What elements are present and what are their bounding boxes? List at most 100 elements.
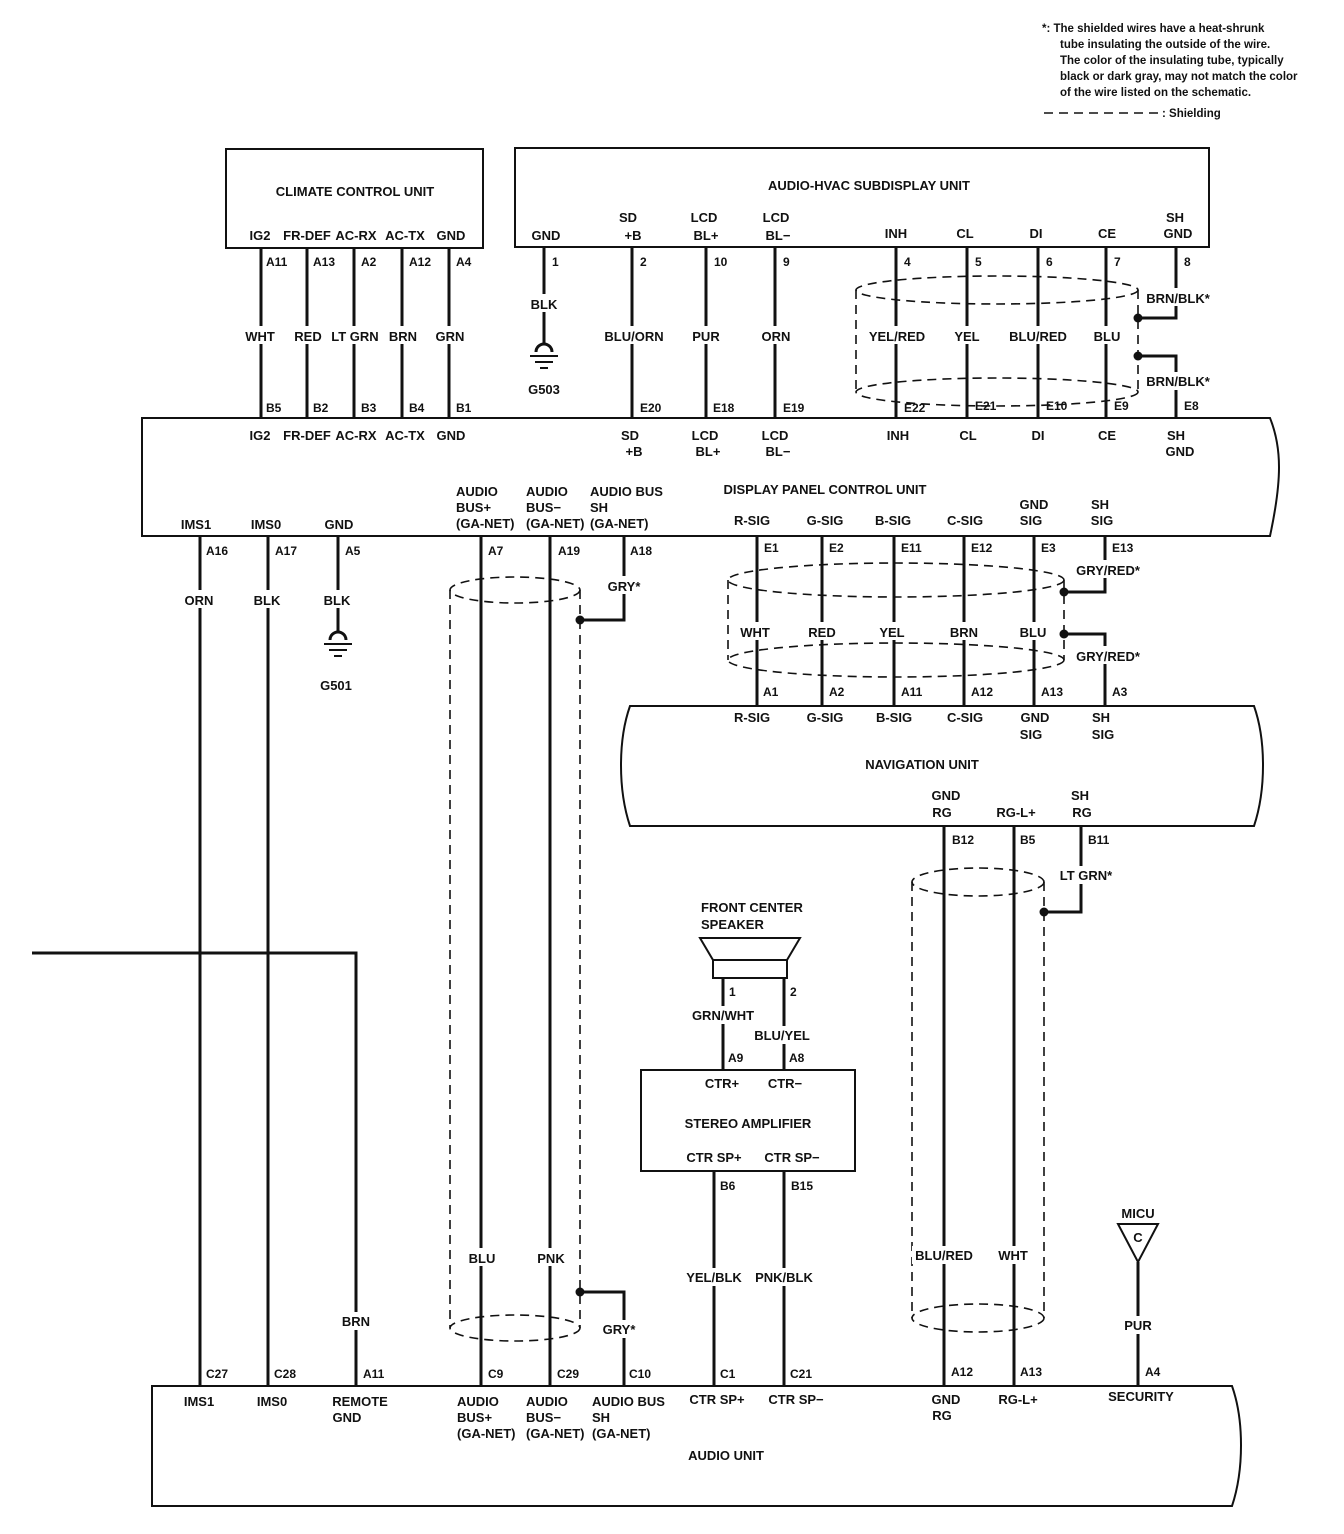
pin-label: IMS1	[184, 1394, 214, 1409]
pin-label: (GA-NET)	[590, 516, 649, 531]
terminal-label: A12	[971, 685, 993, 699]
pin-label: SH	[1166, 210, 1184, 225]
terminal-label: A7	[488, 544, 504, 558]
wire-color: BLU/YEL	[754, 1028, 810, 1043]
terminal-label: A2	[829, 685, 845, 699]
pin-label: RG-L+	[996, 805, 1036, 820]
terminal-label: E1	[764, 541, 779, 555]
wire-color: PNK	[537, 1251, 565, 1266]
wire-color: YEL/BLK	[686, 1270, 742, 1285]
terminal-label: 2	[640, 255, 647, 269]
pin-label: SH	[592, 1410, 610, 1425]
shielding-note: *: The shielded wires have a heat-shrunk…	[1042, 23, 1298, 120]
pin-label: R-SIG	[734, 513, 770, 528]
pin-label: RG-L+	[998, 1392, 1038, 1407]
front-center-speaker: FRONT CENTER SPEAKER 1 2 GRN/WHT BLU/YEL…	[691, 900, 811, 1070]
pin-label: IMS1	[181, 517, 211, 532]
pin-label: REMOTE	[332, 1394, 388, 1409]
pin-label: RG	[932, 1408, 952, 1423]
pin-label: GND	[437, 228, 466, 243]
pin-label: BUS−	[526, 1410, 561, 1425]
wire-color: BLK	[324, 593, 351, 608]
pin-label: (GA-NET)	[526, 1426, 585, 1441]
pin-label: GND	[1020, 497, 1049, 512]
pin-label: RG	[1072, 805, 1092, 820]
pin-label: +B	[626, 444, 643, 459]
note-line: *: The shielded wires have a heat-shrunk	[1042, 23, 1265, 35]
pin-label: G-SIG	[807, 513, 844, 528]
pin-label: (GA-NET)	[456, 516, 515, 531]
audio-bus-wires: A7 A19 A18 GRY* BLU PNK GRY*	[449, 536, 652, 1386]
unit-title: FRONT CENTER	[701, 900, 803, 915]
wire-color: GRY*	[608, 579, 642, 594]
navigation-unit: NAVIGATION UNIT R-SIG G-SIG B-SIG C-SIG …	[620, 705, 1264, 827]
terminal-label: B11	[1088, 833, 1110, 847]
wire-color: BLU	[1020, 625, 1047, 640]
terminal-label: B5	[1020, 833, 1036, 847]
micu-connector: MICU C PUR	[1116, 1206, 1160, 1386]
terminal-label: E9	[1114, 399, 1129, 413]
terminal-label: B4	[409, 401, 425, 415]
wire-color: GRN	[436, 329, 465, 344]
stereo-amplifier: CTR+ CTR− STEREO AMPLIFIER CTR SP+ CTR S…	[640, 1069, 856, 1386]
wire-color: WHT	[998, 1248, 1028, 1263]
pin-label: DI	[1030, 226, 1043, 241]
pin-label: RG	[932, 805, 952, 820]
pin-label: SIG	[1091, 513, 1113, 528]
wire-color: PNK/BLK	[755, 1270, 813, 1285]
pin-label: IG2	[250, 228, 271, 243]
pin-label: AUDIO	[456, 484, 498, 499]
subdisplay-wires: G503 1 2 10 9 4 5 6 7 8	[526, 247, 1212, 418]
unit-title: STEREO AMPLIFIER	[685, 1116, 812, 1131]
pin-label: SIG	[1020, 513, 1042, 528]
ground-label: G501	[320, 678, 352, 693]
terminal-label: A2	[361, 255, 377, 269]
wire-color: BRN	[950, 625, 978, 640]
wire-color: GRY/RED*	[1076, 649, 1141, 664]
pin-label: C-SIG	[947, 710, 983, 725]
svg-text:AUDIO: AUDIO	[456, 484, 498, 499]
wire-color: PUR	[1124, 1318, 1152, 1333]
pin-label: SD	[621, 428, 639, 443]
pin-label: LCD	[691, 210, 718, 225]
terminal-label: E11	[901, 541, 922, 555]
terminal-label: A11	[901, 685, 923, 699]
terminal-label: A13	[1041, 685, 1063, 699]
note-line: The color of the insulating tube, typica…	[1060, 55, 1284, 67]
terminal-label: A3	[1112, 685, 1128, 699]
wire-color: BRN/BLK*	[1146, 374, 1210, 389]
pin-label: SIG	[1092, 727, 1114, 742]
wire-color: YEL/RED	[869, 329, 925, 344]
wire-color: BLU/RED	[915, 1248, 973, 1263]
pin-label: AUDIO	[526, 1394, 568, 1409]
subdisplay-unit: AUDIO-HVAC SUBDISPLAY UNIT GND SD +B LCD…	[514, 147, 1210, 248]
terminal-label: E12	[971, 541, 993, 555]
terminal-label: A11	[266, 255, 288, 269]
pin-label: AUDIO BUS	[590, 484, 663, 499]
left-wires: G501 A16 A17 A5 ORN BLK BLK BRN	[32, 536, 372, 1386]
wire-color: RED	[808, 625, 835, 640]
pin-label: IMS0	[251, 517, 281, 532]
audio-unit-box	[151, 1385, 1242, 1507]
display-panel-unit: DISPLAY PANEL CONTROL UNIT IG2 FR-DEF AC…	[141, 417, 1280, 537]
pin-label: SH	[1167, 428, 1185, 443]
pin-label: IG2	[250, 428, 271, 443]
speaker-icon	[698, 937, 802, 961]
terminal-label: C1	[720, 1367, 736, 1381]
terminal-label: A13	[313, 255, 335, 269]
terminal-label: C10	[629, 1367, 651, 1381]
terminal-label: A18	[630, 544, 652, 558]
note-line: of the wire listed on the schematic.	[1060, 87, 1251, 99]
terminal-label: A12	[951, 1365, 973, 1379]
pin-label: INH	[885, 226, 907, 241]
pin-label: AUDIO	[526, 484, 568, 499]
pin-label: LCD	[763, 210, 790, 225]
pin-label: GND	[325, 517, 354, 532]
terminal-label: A5	[345, 544, 361, 558]
pin-label: C-SIG	[947, 513, 983, 528]
pin-label: FR-DEF	[283, 428, 331, 443]
terminal-label: E3	[1041, 541, 1056, 555]
terminal-label: B1	[456, 401, 472, 415]
climate-control-unit: CLIMATE CONTROL UNIT IG2 FR-DEF AC-RX AC…	[225, 148, 484, 249]
terminal-label: B5	[266, 401, 282, 415]
